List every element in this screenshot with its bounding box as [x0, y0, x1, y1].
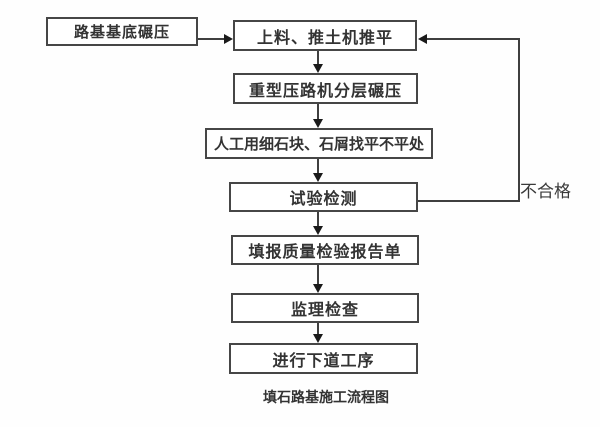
arrow-down-icon	[313, 119, 323, 128]
arrow-down-icon	[313, 226, 323, 235]
arrow-down-icon	[313, 173, 323, 182]
connector-line	[317, 104, 319, 120]
connector-line	[317, 51, 319, 65]
flow-step-supervisor-check: 监理检查	[231, 293, 419, 323]
connector-line	[317, 265, 319, 285]
feedback-line-vertical	[518, 38, 520, 202]
flow-step-label: 填报质量检验报告单	[248, 242, 402, 261]
flow-step-label: 试验检测	[289, 189, 358, 208]
flow-step-label: 人工用细石块、石屑找平不平处	[213, 135, 424, 153]
flow-step-loading-bulldozer-leveling: 上料、推土机推平	[233, 20, 417, 51]
arrow-right-icon	[224, 34, 233, 44]
connector-line	[198, 38, 227, 40]
flow-step-manual-leveling-with-fine-stone: 人工用细石块、石屑找平不平处	[205, 128, 433, 159]
connector-line	[317, 323, 319, 335]
flow-step-label: 路基基底碾压	[73, 23, 170, 41]
diagram-caption: 填石路基施工流程图	[263, 390, 389, 406]
flow-step-label: 上料、推土机推平	[256, 27, 393, 47]
connector-line	[317, 212, 319, 227]
feedback-line-bottom	[418, 200, 520, 202]
flow-step-label: 进行下道工序	[272, 350, 375, 370]
feedback-label-unqualified: 不合格	[520, 182, 571, 202]
arrow-left-icon	[418, 34, 427, 44]
arrow-down-icon	[313, 64, 323, 73]
flow-step-label: 重型压路机分层碾压	[248, 80, 402, 100]
feedback-line-top	[426, 38, 520, 40]
flow-step-next-process: 进行下道工序	[229, 343, 418, 374]
flow-step-roadbed-base-compaction: 路基基底碾压	[46, 17, 198, 46]
connector-line	[317, 159, 319, 174]
arrow-down-icon	[313, 284, 323, 293]
flow-step-quality-inspection-report: 填报质量检验报告单	[231, 235, 419, 265]
arrow-down-icon	[313, 334, 323, 343]
flow-step-label: 监理检查	[290, 300, 359, 319]
flow-step-heavy-roller-layered-compaction: 重型压路机分层碾压	[233, 73, 418, 104]
flow-step-test-inspection: 试验检测	[229, 182, 418, 212]
